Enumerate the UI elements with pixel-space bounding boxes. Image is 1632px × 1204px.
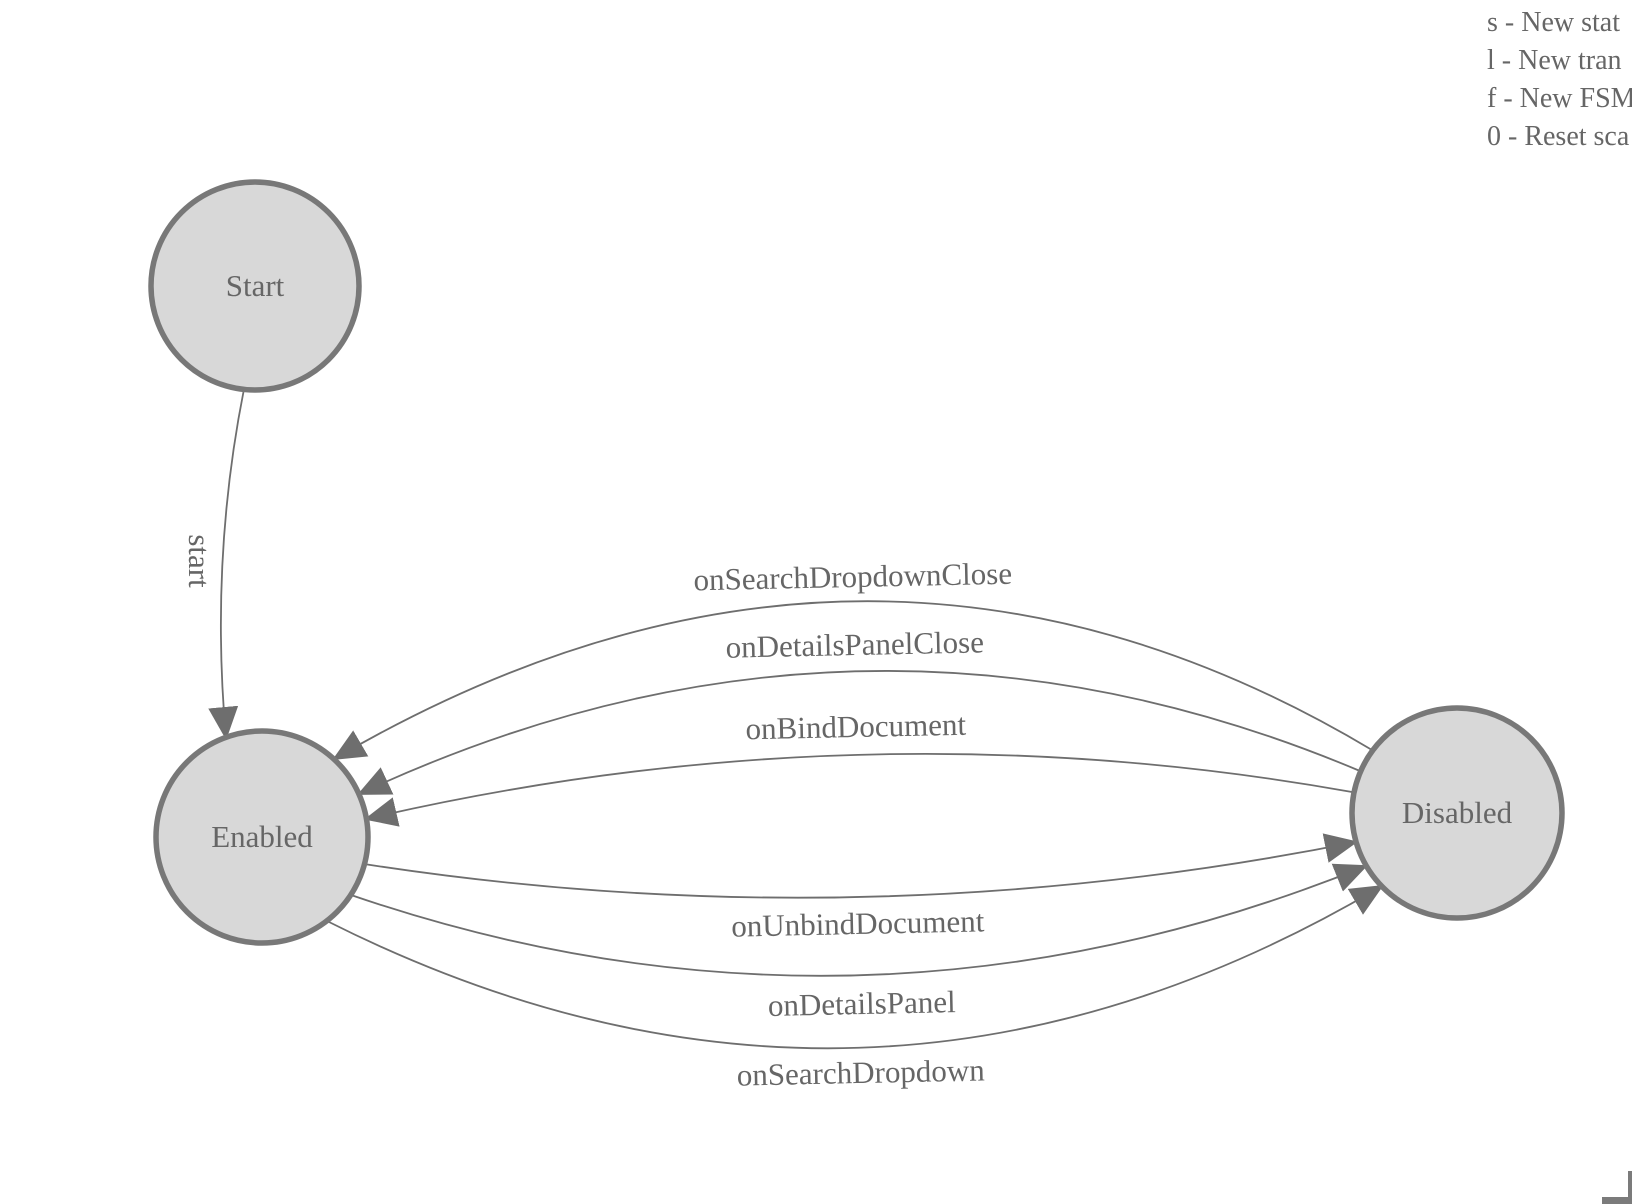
- edge-onSearchDropdown[interactable]: [326, 884, 1384, 1050]
- state-label-start: Start: [226, 268, 285, 303]
- partial-object-corner-vertical: [1628, 1171, 1632, 1204]
- state-node-start: Start: [148, 179, 362, 393]
- edge-label-onUnbindDocument[interactable]: onUnbindDocument: [731, 903, 985, 943]
- edge-label-onSearchDropdownClose[interactable]: onSearchDropdownClose: [693, 556, 1012, 598]
- edge-onUnbindDocument[interactable]: [363, 833, 1358, 899]
- edge-label-onDetailsPanel[interactable]: onDetailsPanel: [768, 984, 956, 1023]
- shortcut-help-line: s - New stat: [1487, 7, 1620, 38]
- state-circle-disabled[interactable]: [1349, 705, 1565, 921]
- shortcut-help-line: 0 - Reset sca: [1487, 121, 1630, 152]
- state-label-disabled: Disabled: [1402, 795, 1513, 830]
- edge-start[interactable]: [208, 388, 245, 740]
- edge-onDetailsPanelClose[interactable]: [357, 670, 1361, 795]
- state-node-enabled: Enabled: [153, 728, 371, 946]
- state-circle-enabled[interactable]: [153, 728, 371, 946]
- state-label-enabled: Enabled: [211, 819, 313, 854]
- state-circle-start[interactable]: [148, 179, 362, 393]
- edge-label-onSearchDropdown[interactable]: onSearchDropdown: [736, 1052, 985, 1092]
- shortcut-help: s - New stat l - New tran f - New FSM 0 …: [1487, 4, 1632, 156]
- edge-onBindDocument[interactable]: [364, 752, 1353, 827]
- shortcut-help-line: f - New FSM: [1487, 83, 1632, 114]
- edge-label-onBindDocument[interactable]: onBindDocument: [745, 707, 966, 747]
- edge-onDetailsPanel[interactable]: [350, 863, 1368, 977]
- shortcut-help-line: l - New tran: [1487, 45, 1622, 76]
- state-node-disabled: Disabled: [1349, 705, 1565, 921]
- partial-object-corner-horizontal: [1602, 1197, 1632, 1204]
- edge-label-onDetailsPanelClose[interactable]: onDetailsPanelClose: [725, 624, 984, 664]
- edge-label-start[interactable]: start: [182, 534, 217, 588]
- edge-onSearchDropdownClose[interactable]: [332, 600, 1373, 761]
